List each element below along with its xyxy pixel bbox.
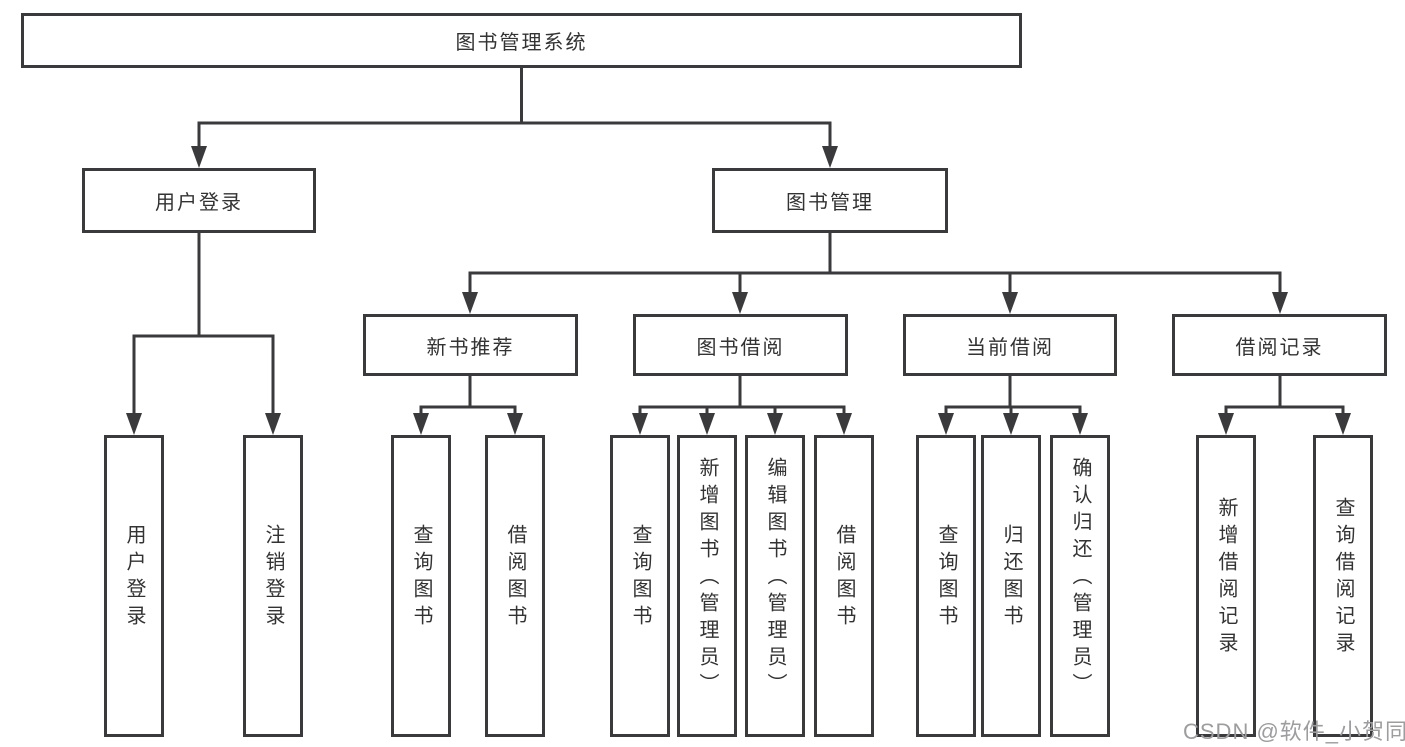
arrowhead xyxy=(732,292,748,314)
node-label: 图书管理 xyxy=(786,192,874,214)
arrowhead xyxy=(191,146,207,168)
node-label: 用户登录 xyxy=(155,192,243,214)
node-current-borrowing: 当前借阅 xyxy=(903,314,1117,376)
node-label: 借阅记录 xyxy=(1235,336,1324,359)
connector-borrow-records-split xyxy=(1224,376,1345,417)
leaf-query-books-current: 查询图书 xyxy=(916,435,976,737)
arrowhead xyxy=(1002,292,1018,314)
arrowhead xyxy=(1072,413,1088,435)
arrowhead xyxy=(836,413,852,435)
arrowhead xyxy=(413,413,429,435)
arrowhead xyxy=(938,413,954,435)
leaf-borrow-books-recommend: 借阅图书 xyxy=(485,435,545,737)
arrowhead xyxy=(507,413,523,435)
arrowhead xyxy=(1335,413,1351,435)
arrowhead xyxy=(126,413,142,435)
leaf-return-books: 归还图书 xyxy=(981,435,1041,737)
arrowhead xyxy=(822,146,838,168)
leaf-query-borrow-record: 查询借阅记录 xyxy=(1313,435,1373,737)
node-label: 图书管理系统 xyxy=(455,32,588,54)
connector-new-book-split xyxy=(419,376,517,417)
leaf-logout: 注销登录 xyxy=(243,435,303,737)
connector-root-to-level2 xyxy=(197,68,832,150)
connector-current-borrow-split xyxy=(944,376,1082,417)
arrowhead xyxy=(632,413,648,435)
connector-book-borrow-split xyxy=(638,376,846,417)
watermark: CSDN @软件_小贺同学 xyxy=(1183,719,1405,744)
arrowhead xyxy=(462,292,478,314)
leaf-query-books-borrow: 查询图书 xyxy=(610,435,670,737)
arrowhead xyxy=(1272,292,1288,314)
arrowhead xyxy=(767,413,783,435)
arrowhead xyxy=(1218,413,1234,435)
leaf-user-login: 用户登录 xyxy=(104,435,164,737)
leaf-borrow-books: 借阅图书 xyxy=(814,435,874,737)
node-book-borrowing: 图书借阅 xyxy=(633,314,848,376)
arrowhead xyxy=(265,413,281,435)
connector-book-management-split xyxy=(468,233,1282,296)
leaf-edit-books-admin: 编辑图书（管理员） xyxy=(745,435,805,737)
leaf-add-borrow-record: 新增借阅记录 xyxy=(1196,435,1256,737)
leaf-query-books-recommend: 查询图书 xyxy=(391,435,451,737)
node-new-book-recommendation: 新书推荐 xyxy=(363,314,578,376)
arrowhead xyxy=(1003,413,1019,435)
connector-user-login-split xyxy=(132,233,275,417)
leaf-add-books-admin: 新增图书（管理员） xyxy=(677,435,737,737)
arrowhead xyxy=(699,413,715,435)
node-label: 当前借阅 xyxy=(966,336,1054,359)
node-book-management: 图书管理 xyxy=(712,168,948,233)
node-label: 图书借阅 xyxy=(696,336,785,359)
node-library-management-system: 图书管理系统 xyxy=(21,13,1022,68)
node-user-login: 用户登录 xyxy=(82,168,316,233)
leaf-confirm-return-admin: 确认归还（管理员） xyxy=(1050,435,1110,737)
node-label: 新书推荐 xyxy=(426,336,515,359)
node-borrowing-records: 借阅记录 xyxy=(1172,314,1387,376)
